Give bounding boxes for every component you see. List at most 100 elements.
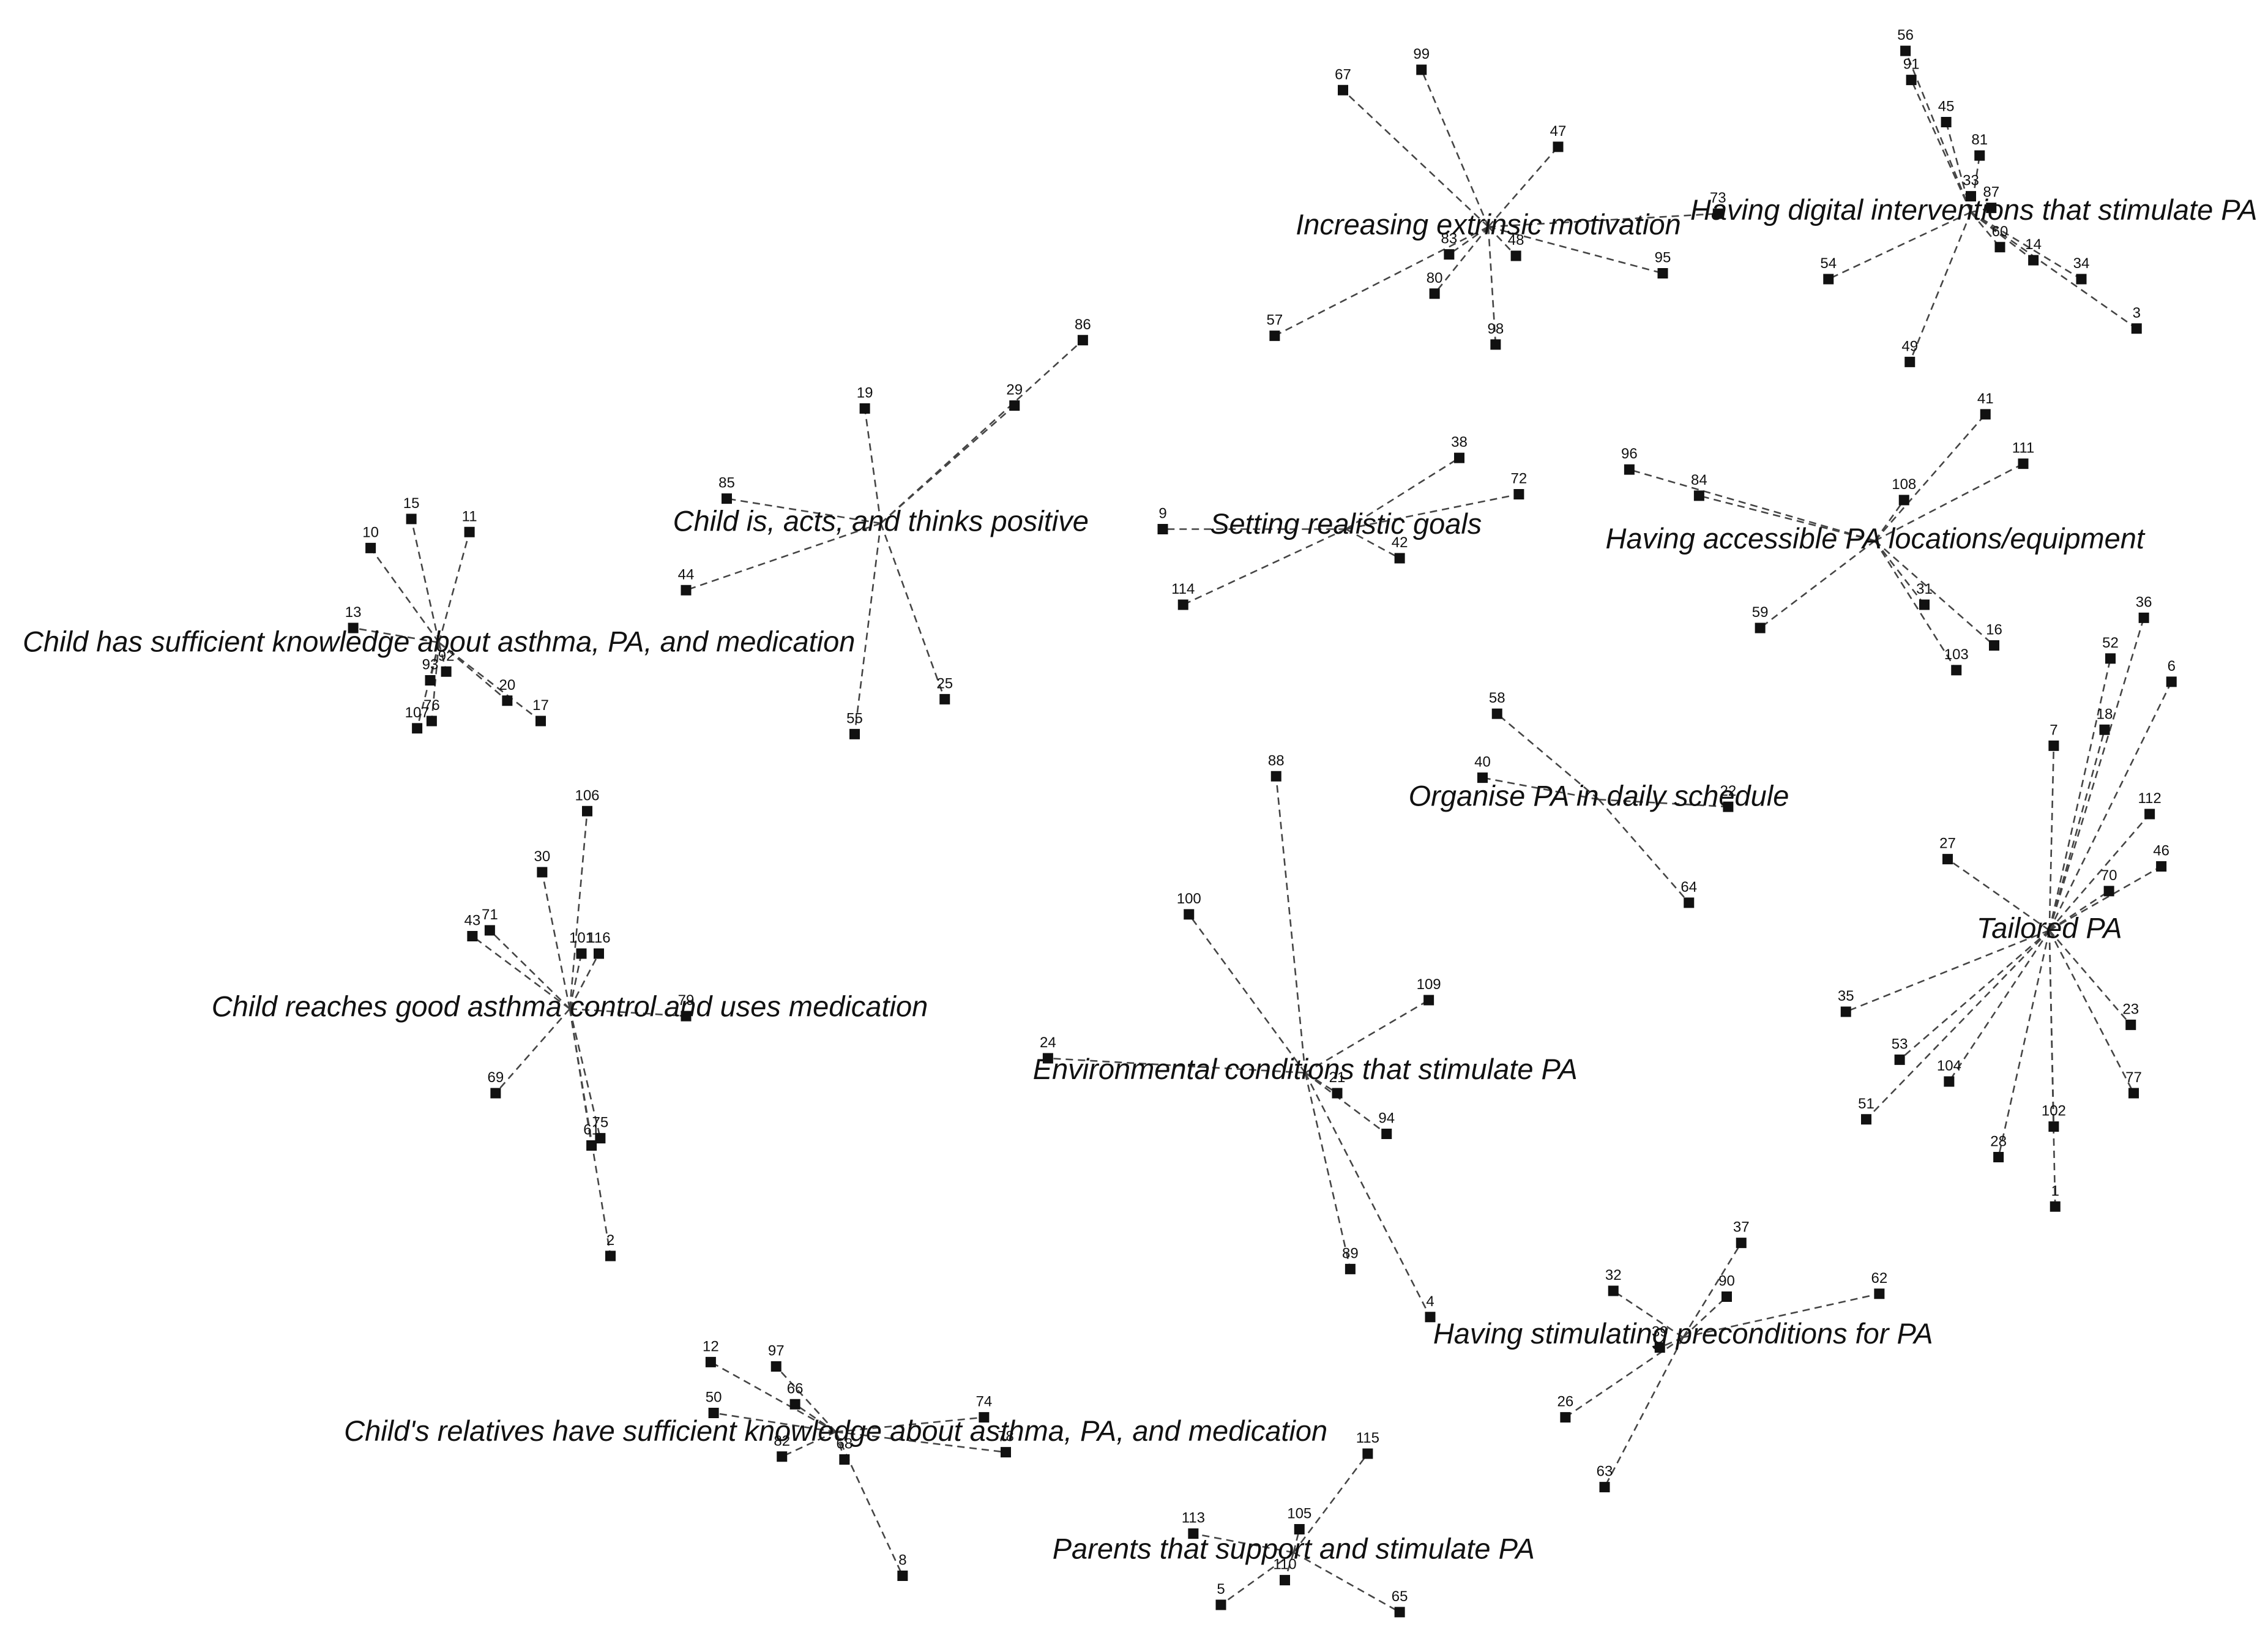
edge-74 <box>835 1416 985 1433</box>
node-26 <box>1560 1412 1571 1423</box>
node-96 <box>1624 464 1635 475</box>
node-label-38: 38 <box>1451 434 1468 450</box>
edge-16 <box>1874 540 1995 646</box>
node-62 <box>1874 1288 1885 1299</box>
edge-19 <box>864 408 882 524</box>
edge-1 <box>2048 930 2056 1207</box>
node-82 <box>777 1451 788 1462</box>
edge-25 <box>880 523 946 700</box>
node-68 <box>839 1454 850 1465</box>
node-label-102: 102 <box>2042 1103 2066 1119</box>
node-78 <box>1001 1447 1011 1458</box>
node-label-92: 92 <box>438 648 455 664</box>
edge-49 <box>1909 212 1972 362</box>
node-label-112: 112 <box>2138 790 2161 807</box>
node-label-62: 62 <box>1871 1270 1888 1287</box>
node-label-73: 73 <box>1710 190 1726 206</box>
node-label-10: 10 <box>362 524 379 540</box>
edge-75 <box>569 1008 602 1138</box>
node-label-7: 7 <box>2050 722 2057 738</box>
node-label-101: 101 <box>569 930 594 946</box>
edge-62 <box>1682 1293 1880 1339</box>
node-label-11: 11 <box>462 508 477 525</box>
node-label-58: 58 <box>1489 690 1505 706</box>
node-38 <box>1454 452 1464 463</box>
node-label-4: 4 <box>1426 1293 1434 1310</box>
node-101 <box>576 948 587 959</box>
node-label-47: 47 <box>1550 123 1567 140</box>
node-label-5: 5 <box>1217 1581 1225 1597</box>
node-69 <box>490 1088 501 1099</box>
edge-96 <box>1629 468 1876 542</box>
node-label-25: 25 <box>936 675 953 692</box>
node-90 <box>1722 1291 1732 1302</box>
node-label-24: 24 <box>1040 1034 1056 1051</box>
node-100 <box>1184 909 1195 920</box>
node-label-3: 3 <box>2133 305 2141 321</box>
node-label-33: 33 <box>1963 173 1979 189</box>
node-label-29: 29 <box>1006 382 1023 398</box>
edge-97 <box>775 1366 837 1433</box>
edge-7 <box>2048 745 2055 931</box>
node-64 <box>1684 897 1695 908</box>
node-89 <box>1345 1263 1356 1274</box>
node-label-50: 50 <box>706 1389 722 1406</box>
edge-4 <box>1304 1072 1431 1318</box>
cluster-label-11: Child's relatives have sufficient knowle… <box>344 1414 1327 1447</box>
edge-95 <box>1488 226 1663 274</box>
edge-3 <box>1970 211 2137 329</box>
node-label-55: 55 <box>846 710 863 727</box>
node-107 <box>412 723 423 734</box>
node-61 <box>586 1140 597 1151</box>
node-32 <box>1608 1285 1619 1296</box>
node-label-17: 17 <box>532 697 549 714</box>
edge-101 <box>569 953 583 1009</box>
edge-98 <box>1487 226 1497 345</box>
node-55 <box>849 728 860 739</box>
edge-103 <box>1874 540 1957 671</box>
edge-8 <box>835 1431 904 1577</box>
edge-36 <box>2048 617 2145 931</box>
cluster-label-0: Increasing extrinsic motivation <box>1296 208 1681 241</box>
node-label-86: 86 <box>1075 316 1091 333</box>
edge-110 <box>1284 1552 1294 1581</box>
node-94 <box>1381 1129 1392 1139</box>
node-label-110: 110 <box>1273 1556 1296 1573</box>
node-71 <box>484 925 495 936</box>
node-19 <box>859 403 870 414</box>
edge-22 <box>1598 798 1728 808</box>
node-8 <box>897 1571 908 1581</box>
node-91 <box>1906 75 1917 86</box>
edge-81 <box>1970 155 1981 212</box>
node-label-85: 85 <box>718 475 735 491</box>
node-86 <box>1077 335 1088 346</box>
node-92 <box>441 666 452 677</box>
node-label-54: 54 <box>1820 255 1837 272</box>
node-label-28: 28 <box>1990 1134 2007 1150</box>
node-label-31: 31 <box>1916 581 1933 597</box>
node-label-21: 21 <box>1329 1069 1346 1086</box>
node-12 <box>705 1356 716 1367</box>
edge-15 <box>410 518 440 643</box>
node-label-83: 83 <box>1441 231 1458 247</box>
edge-10 <box>370 547 440 643</box>
node-label-68: 68 <box>837 1436 853 1452</box>
node-label-45: 45 <box>1938 99 1955 115</box>
edge-114 <box>1182 528 1346 606</box>
node-80 <box>1429 288 1440 299</box>
edge-115 <box>1293 1453 1368 1553</box>
node-label-103: 103 <box>1944 646 1969 663</box>
node-label-35: 35 <box>1838 988 1854 1004</box>
node-label-80: 80 <box>1427 270 1443 286</box>
node-73 <box>1712 208 1723 219</box>
node-45 <box>1941 117 1952 127</box>
node-label-105: 105 <box>1287 1506 1311 1522</box>
edge-89 <box>1304 1072 1351 1269</box>
node-label-63: 63 <box>1597 1463 1613 1480</box>
edges-layer <box>353 50 2173 1613</box>
cluster-label-4: Having accessible PA locations/equipment <box>1606 522 2146 555</box>
edge-112 <box>2048 813 2150 931</box>
node-label-78: 78 <box>998 1429 1014 1445</box>
node-label-15: 15 <box>403 495 420 512</box>
